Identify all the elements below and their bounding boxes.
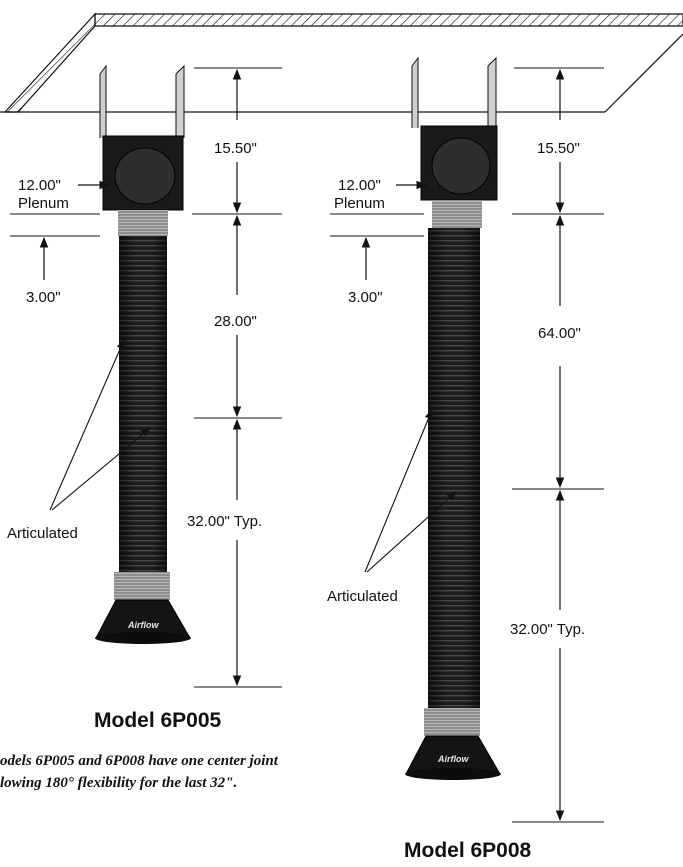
- mid-dim-label: 28.00": [214, 313, 257, 330]
- collar-dim-label: 3.00": [26, 289, 61, 306]
- plenum-size-label: 12.00": [18, 177, 61, 194]
- top-dim-label: 15.50": [214, 140, 257, 157]
- hood-collar: [424, 708, 480, 736]
- ceiling-top-hatch: [94, 13, 683, 27]
- plenum-label: Plenum: [334, 195, 385, 212]
- model-6p008: Airflow: [405, 56, 501, 780]
- top-dim-label: 15.50": [537, 140, 580, 157]
- hose-collar: [118, 210, 168, 236]
- model-6p005-dimensions: 15.50" 28.00" 32.00" Typ. 12.00" Plenum …: [7, 67, 282, 732]
- plenum-label: Plenum: [18, 195, 69, 212]
- bottom-dim-label: 32.00" Typ.: [510, 621, 585, 638]
- ceiling-right-edge: [604, 33, 683, 113]
- articulated-label: Articulated: [327, 588, 398, 605]
- collar-dim-label: 3.00": [348, 289, 383, 306]
- plenum-size-label: 12.00": [338, 177, 381, 194]
- hood-brand-label: Airflow: [127, 620, 159, 630]
- note-line-2: lowing 180° flexibility for the last 32"…: [0, 775, 237, 791]
- bottom-dim-label: 32.00" Typ.: [187, 513, 262, 530]
- articulated-label: Articulated: [7, 525, 78, 542]
- hood-brand-label: Airflow: [437, 754, 469, 764]
- callout-line-lower: [51, 427, 151, 511]
- model-6p005: Airflow: [95, 64, 191, 644]
- plenum-opening: [114, 147, 176, 205]
- mounting-bracket: [99, 64, 185, 138]
- model-label: Model 6P005: [94, 709, 222, 732]
- model-label: Model 6P008: [404, 839, 532, 862]
- mid-dim-label: 64.00": [538, 325, 581, 342]
- ceiling-left-hatch: [3, 12, 96, 113]
- hose-collar: [432, 200, 482, 228]
- callout-line-upper: [49, 339, 125, 511]
- callout-line-upper: [364, 409, 433, 573]
- model-6p008-dimensions: 15.50" 64.00" 32.00" Typ. 12.00" Plenum …: [327, 67, 604, 862]
- hood-collar: [114, 572, 170, 600]
- callout-line-lower: [366, 491, 457, 573]
- mounting-bracket: [411, 56, 497, 128]
- plenum-opening: [431, 137, 491, 195]
- note-line-1: odels 6P005 and 6P008 have one center jo…: [0, 753, 279, 769]
